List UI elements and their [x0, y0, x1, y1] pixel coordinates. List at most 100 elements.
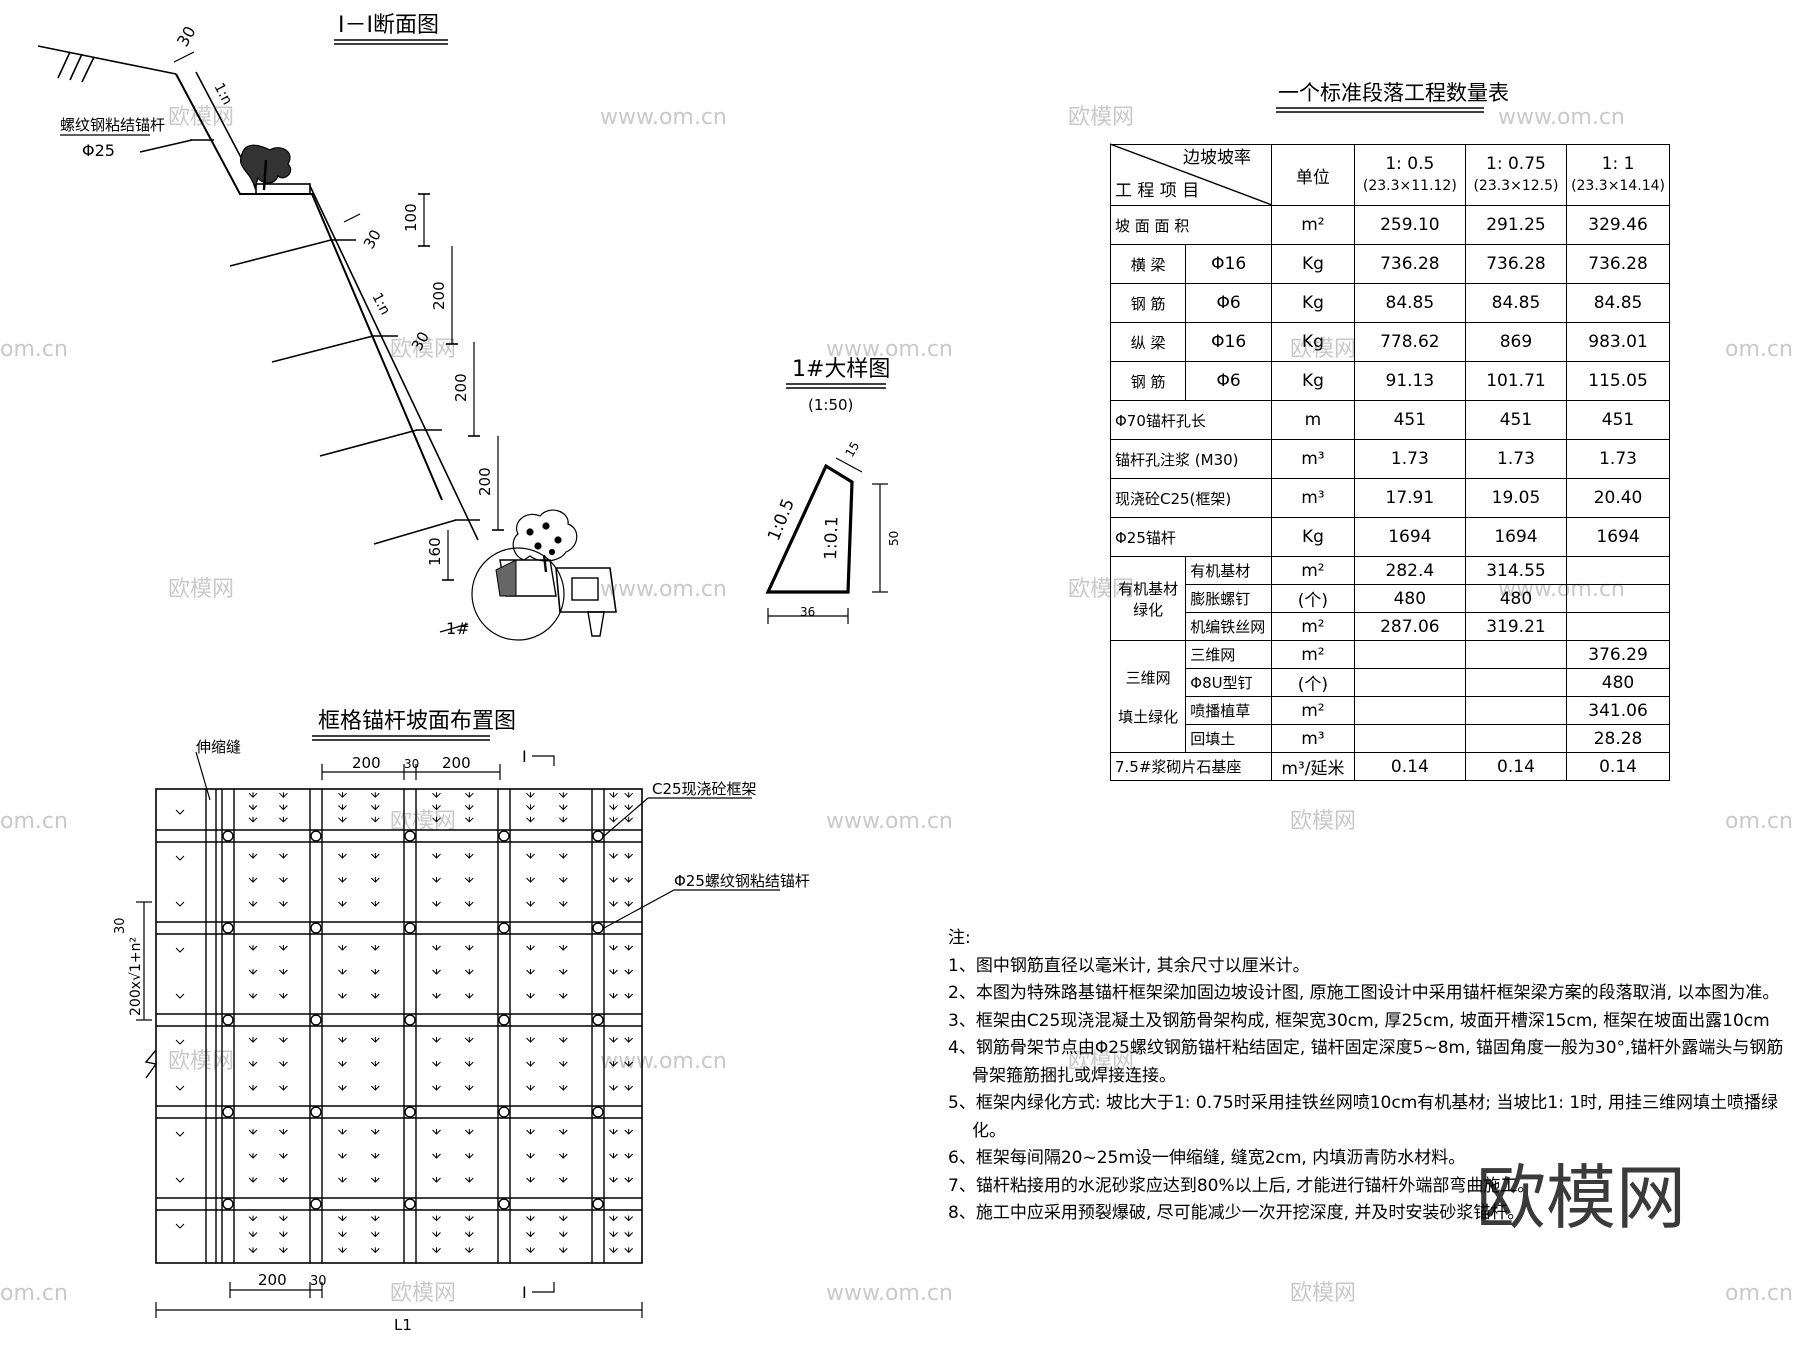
value-cell: 84.85: [1464, 283, 1568, 323]
notes-block: 注: 1、图中钢筋直径以毫米计, 其余尺寸以厘米计。 2、本图为特殊路基锚杆框架…: [948, 925, 1798, 1228]
grass-icon: [558, 969, 568, 975]
slope-ratio-label: 1:n: [210, 80, 235, 107]
table-row: 纵 梁 Φ16 Kg 778.62 869 983.01: [1109, 322, 1670, 362]
grass-icon: [279, 792, 288, 798]
table-row: 回填土 m³ 28.28: [1111, 724, 1670, 753]
dim-label: 200: [452, 373, 470, 402]
grass-icon: [624, 877, 634, 883]
grass-icon: [248, 1037, 258, 1043]
grass-icon: [558, 877, 568, 883]
watermark-text: 欧模网: [1068, 1049, 1134, 1074]
size-label: (23.3×14.14): [1571, 178, 1665, 194]
anchor-dia-label: Φ25: [82, 141, 115, 160]
detail-drawing: 1#大样图 (1:50) 15 50 36 1:0.5 1:0.1: [764, 357, 901, 624]
table-row: 有机基材绿化 有机基材 m² 282.4 314.55: [1109, 556, 1670, 641]
grass-icon: [370, 1085, 380, 1091]
grass-icon: [248, 1215, 258, 1222]
note-item: 1、图中钢筋直径以毫米计, 其余尺寸以厘米计。: [948, 955, 1310, 976]
value-cell: 0.14: [1566, 752, 1670, 781]
table-row: 三维网填土绿化 三维网 m² 376.29: [1109, 640, 1670, 753]
expansion-joint-label: 伸缩缝: [196, 738, 241, 756]
anchor-node: [310, 1198, 322, 1210]
unit-cell: m³: [1271, 724, 1355, 753]
grass-icon: [279, 969, 288, 975]
table-row: Φ70锚杆孔长 m 451 451 451: [1109, 400, 1670, 440]
table-row: Φ25锚杆 Kg 1694 1694 1694: [1109, 517, 1670, 557]
cut-mark: I: [522, 1283, 527, 1302]
grass-icon: [248, 901, 258, 907]
grass-icon: [279, 1215, 288, 1222]
grass-icon: [432, 1215, 441, 1222]
table-row: 7.5#浆砌片石基座 m³/延米 0.14 0.14 0.14: [1109, 752, 1670, 781]
grass-icon: [609, 1215, 618, 1222]
table-row: 横 梁 Φ16 Kg 736.28 736.28 736.28: [1109, 244, 1670, 284]
grass-icon: [609, 816, 618, 823]
grass-icon: [464, 853, 474, 859]
grass-icon: [279, 993, 288, 999]
watermark-text: om.cn: [1725, 337, 1793, 362]
watermark-text: om.cn: [0, 337, 68, 362]
dim-label: 200: [352, 754, 381, 772]
grass-icon: [338, 969, 347, 975]
row-label: 7.5#浆砌片石基座: [1109, 752, 1273, 781]
grass-icon: [279, 853, 288, 859]
plan-drawing: 框格锚杆坡面布置图 伸缩缝 C25现浇砼框架 Φ25螺纹钢粘结锚杆 200 30…: [113, 709, 810, 1334]
table-row: 现浇砼C25(框架) m³ 17.91 19.05 20.40: [1109, 478, 1670, 518]
grass-icon: [558, 1129, 568, 1135]
grass-icon: [558, 1153, 568, 1159]
grass-icon: [279, 1037, 288, 1043]
value-cell: 451: [1353, 400, 1466, 440]
grass-icon: [279, 1247, 288, 1254]
dim-label: 100: [402, 203, 420, 232]
grass-icon: [338, 1231, 347, 1238]
frame-label: C25现浇砼框架: [652, 780, 757, 798]
grass-icon: [609, 969, 618, 975]
grass-icon: [248, 792, 258, 798]
watermark-big: 欧模网: [1476, 1157, 1686, 1239]
grass-icon: [248, 1247, 258, 1254]
grass-icon: [526, 792, 535, 798]
grass-icon: [558, 1247, 568, 1254]
dim-label: 30: [173, 23, 200, 50]
grass-icon: [279, 901, 288, 907]
row-label: Φ70锚杆孔长: [1109, 400, 1273, 440]
grass-icon: [609, 877, 618, 883]
grass-icon: [624, 945, 634, 951]
group-label-top: 有机基材: [1118, 579, 1179, 598]
grass-icon: [432, 969, 441, 975]
grass-icon: [432, 1037, 441, 1043]
section-title: I－I断面图: [338, 13, 439, 38]
value-cell: [1464, 696, 1568, 725]
watermark-text: www.om.cn: [826, 337, 953, 362]
value-cell: 983.01: [1566, 322, 1670, 362]
grass-icon: [526, 1129, 535, 1135]
grass-icon: [338, 945, 347, 951]
grass-icon: [558, 853, 568, 859]
value-cell: 91.13: [1353, 361, 1466, 401]
row-label: 现浇砼C25(框架): [1109, 478, 1273, 518]
grass-icon: [338, 901, 347, 907]
grass-icon: [279, 816, 288, 823]
group-label: 纵 梁: [1109, 322, 1187, 362]
table-row: 坡 面 面 积 m² 259.10 291.25 329.46: [1109, 205, 1670, 245]
grass-icon: [279, 804, 288, 811]
grass-icon: [338, 804, 347, 811]
grass-icon: [464, 1129, 474, 1135]
plan-title: 框格锚杆坡面布置图: [318, 709, 516, 734]
watermark-text: www.om.cn: [600, 577, 727, 602]
grass-icon: [609, 1129, 618, 1135]
value-cell: [1464, 724, 1568, 753]
grass-icon: [464, 877, 474, 883]
anchor-node: [592, 922, 604, 934]
value-cell: 259.10: [1353, 205, 1466, 245]
anchor-node: [310, 830, 322, 842]
value-cell: [1566, 584, 1670, 613]
unit-cell: m³: [1271, 478, 1355, 518]
value-cell: 17.91: [1353, 478, 1466, 518]
value-cell: 291.25: [1464, 205, 1568, 245]
grass-icon: [558, 804, 568, 811]
value-cell: 869: [1464, 322, 1568, 362]
grass-icon: [248, 1231, 258, 1238]
grass-icon: [464, 1215, 474, 1222]
size-label: (23.3×11.12): [1362, 178, 1457, 194]
